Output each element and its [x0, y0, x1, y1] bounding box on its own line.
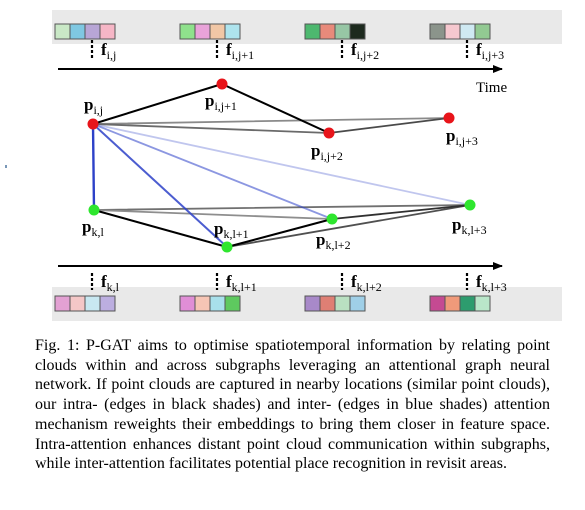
- feature-cell: [84, 23, 101, 40]
- feature-cell: [334, 295, 351, 312]
- feature-cell: [54, 295, 71, 312]
- feature-cell: [209, 23, 226, 40]
- feature-cell: [69, 295, 86, 312]
- feature-cell: [474, 23, 491, 40]
- feature-cell: [444, 23, 461, 40]
- feature-cell: [99, 23, 116, 40]
- graph-edges: [91, 83, 471, 248]
- top-node-2: [216, 78, 228, 90]
- feature-cell: [349, 295, 366, 312]
- bottom-node-2: [221, 241, 233, 253]
- intra-edge: [221, 83, 330, 134]
- inter-edge: [92, 123, 471, 206]
- intra-edge: [92, 117, 450, 125]
- intra-edge: [328, 117, 450, 134]
- bottom-frame-4: fk,l+3: [429, 272, 507, 312]
- inter-edge: [92, 123, 228, 248]
- top-node-label: pi,j: [84, 95, 103, 117]
- intra-edge: [226, 204, 471, 248]
- feature-cell: [349, 23, 366, 40]
- feature-cell: [84, 295, 101, 312]
- top-node-4: [443, 112, 455, 124]
- top-node-1: [87, 118, 99, 130]
- time-label: Time: [476, 80, 507, 96]
- feature-cell: [444, 295, 461, 312]
- feature-cell: [319, 23, 336, 40]
- intra-edge: [93, 209, 228, 248]
- bottom-node-label: pk,l+3: [452, 215, 487, 237]
- bottom-frame-label: fk,l+1: [226, 272, 257, 294]
- graph-nodes: [87, 78, 476, 253]
- intra-edge: [93, 204, 471, 211]
- bottom-frame-label: fk,l+3: [476, 272, 507, 294]
- intra-edge: [92, 83, 223, 125]
- feature-cell: [459, 295, 476, 312]
- feature-cell: [179, 23, 196, 40]
- margin-mark: [5, 165, 7, 168]
- bottom-node-1: [88, 204, 100, 216]
- feature-cell: [429, 295, 446, 312]
- bottom-node-label: pk,l+1: [214, 219, 249, 241]
- feature-cell: [319, 295, 336, 312]
- graph-labels: pi,j pi,j+1 pi,j+2 pi,j+3 pk,l pk,l+1 pk,l+2 pk…: [82, 91, 487, 252]
- intra-edge: [93, 209, 333, 220]
- bottom-node-4: [464, 199, 476, 211]
- feature-cell: [304, 295, 321, 312]
- top-node-3: [323, 127, 335, 139]
- inter-edge: [91, 122, 96, 212]
- feature-cell: [224, 295, 241, 312]
- feature-cell: [304, 23, 321, 40]
- bottom-frame-1: fk,l: [54, 272, 120, 312]
- feature-cell: [99, 295, 116, 312]
- top-node-label: pi,j+2: [311, 141, 343, 163]
- feature-cell: [179, 295, 196, 312]
- feature-cell: [69, 23, 86, 40]
- intra-edge: [92, 123, 330, 134]
- bottom-frame-label: fk,l+2: [351, 272, 382, 294]
- inter-edge: [92, 123, 333, 220]
- feature-cell: [194, 295, 211, 312]
- bottom-node-label: pk,l+2: [316, 230, 351, 252]
- figure-caption: Fig. 1: P-GAT aims to optimise spatiotem…: [35, 337, 550, 473]
- feature-cell: [459, 23, 476, 40]
- top-frame-1: fi,j: [54, 23, 116, 62]
- top-node-label: pi,j+3: [446, 126, 478, 148]
- feature-cell: [209, 295, 226, 312]
- bottom-node-label: pk,l: [82, 217, 104, 239]
- feature-cell: [334, 23, 351, 40]
- top-node-label: pi,j+1: [205, 91, 237, 113]
- feature-cell: [429, 23, 446, 40]
- bottom-frame-label: fk,l: [101, 272, 120, 294]
- intra-edge: [331, 204, 471, 220]
- feature-cell: [54, 23, 71, 40]
- bottom-node-3: [326, 213, 338, 225]
- feature-cell: [224, 23, 241, 40]
- feature-cell: [474, 295, 491, 312]
- intra-edge: [226, 218, 333, 248]
- feature-cell: [194, 23, 211, 40]
